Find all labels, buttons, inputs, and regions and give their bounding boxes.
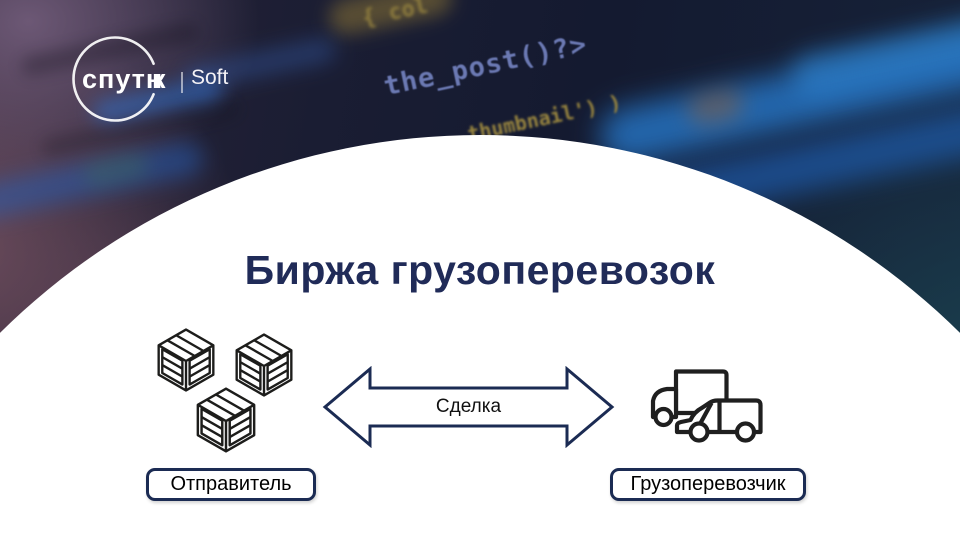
trucks-icon	[650, 369, 763, 443]
code-fragment: the_post()?>	[381, 28, 591, 103]
logo-brand-letter: к	[152, 64, 166, 94]
sputnik-soft-logo: спутн к Soft	[71, 35, 241, 127]
page-title: Биржа грузоперевозок	[244, 247, 716, 293]
deal-label: Сделка	[435, 396, 502, 417]
logo-ring-icon	[72, 36, 158, 122]
logo-divider	[181, 72, 183, 93]
code-fragment: { col	[360, 0, 431, 32]
crate-icon	[192, 386, 260, 454]
sender-label: Отправитель	[170, 473, 292, 495]
carrier-label-box: Грузоперевозчик	[610, 468, 806, 501]
logo-brand-text: спутн	[82, 64, 164, 94]
sender-label-box: Отправитель	[146, 468, 316, 501]
crate-icon	[153, 327, 219, 393]
logo-suffix-text: Soft	[191, 66, 229, 89]
carrier-label: Грузоперевозчик	[630, 473, 786, 495]
deal-double-arrow	[322, 366, 615, 448]
